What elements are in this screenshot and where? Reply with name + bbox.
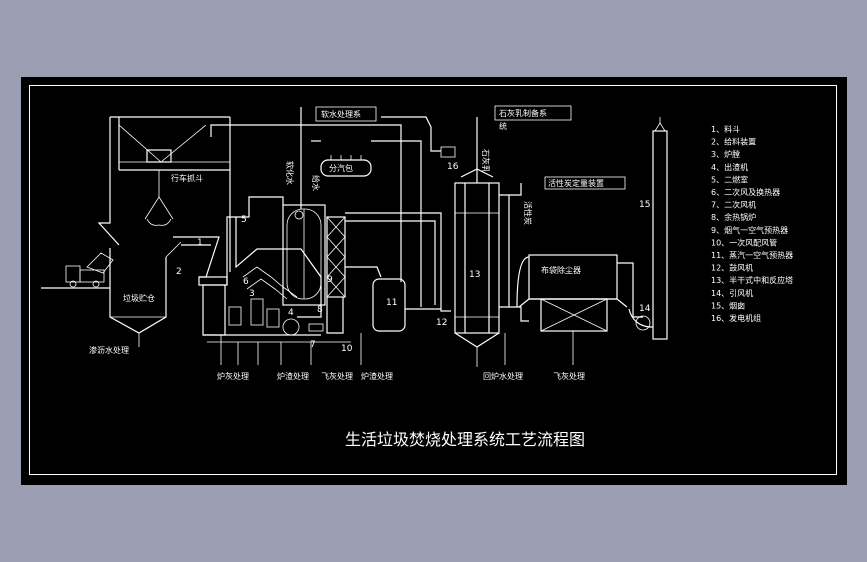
legend-item: 13、半干式中和反应塔 — [711, 275, 793, 285]
num-6: 6 — [243, 277, 249, 287]
label-feed-water: 给水 — [311, 175, 321, 191]
diagram-title: 生活垃圾焚烧处理系统工艺流程图 — [345, 430, 585, 449]
chimney — [628, 117, 668, 340]
drawing-canvas: 1 2 3 4 5 6 7 8 9 10 11 12 13 14 15 16 行… — [21, 77, 847, 485]
num-8: 8 — [317, 305, 323, 315]
label-bag-filter: 布袋除尘器 — [541, 265, 581, 275]
legend-item: 6、二次风及换热器 — [711, 187, 780, 197]
num-5: 5 — [241, 215, 247, 225]
legend-item: 2、给料装置 — [711, 137, 756, 147]
label-ash-2: 炉渣处理 — [277, 371, 309, 381]
legend-item: 10、一次风配风管 — [711, 237, 777, 247]
num-10: 10 — [341, 344, 353, 354]
num-9: 9 — [327, 275, 333, 285]
box-soft-water — [315, 106, 377, 122]
crane-gantry — [97, 116, 231, 272]
label-leachate: 渗沥水处理 — [89, 345, 129, 355]
num-15: 15 — [639, 200, 650, 210]
storage-pit — [109, 241, 182, 334]
furnace — [173, 196, 351, 343]
num-16: 16 — [447, 162, 459, 172]
flue-duct — [345, 212, 451, 332]
bag-filter — [516, 254, 643, 345]
legend-item: 5、二燃室 — [711, 174, 748, 184]
garbage-truck — [41, 252, 114, 289]
num-1: 1 — [197, 238, 203, 248]
label-lime-supply: 石灰乳制备系 — [499, 108, 547, 118]
num-7: 7 — [310, 340, 316, 350]
label-softened-water: 软化水 — [285, 161, 295, 185]
box-carbon — [544, 176, 626, 190]
waste-heat-boiler — [282, 204, 346, 334]
legend-item: 12、鼓风机 — [711, 263, 753, 273]
label-soft-water: 软水处理系 — [321, 109, 361, 119]
legend: 1、料斗 2、给料装置 3、炉膛 4、出渣机 5、二燃室 6、二次风及换热器 7、二次风机 8… — [711, 124, 793, 323]
drawing-frame — [29, 85, 837, 475]
legend-item: 8、余热锅炉 — [711, 212, 756, 222]
label-storage-pit: 垃圾贮仓 — [123, 293, 155, 303]
label-ash-5: 回炉水处理 — [483, 371, 523, 381]
steam-drum — [210, 107, 456, 307]
num-12: 12 — [436, 318, 447, 328]
label-steam-drum: 分汽包 — [329, 163, 353, 173]
reactor-tower — [454, 117, 529, 367]
label-ash-4: 炉渣处理 — [361, 371, 393, 381]
num-13: 13 — [469, 270, 480, 280]
label-carbon-inject: 活性炭定量装置 — [548, 178, 604, 188]
legend-item: 1、料斗 — [711, 124, 740, 134]
label-carbon: 活性炭 — [523, 201, 533, 225]
discharge-lines — [138, 333, 574, 365]
label-lime-milk: 石灰乳 — [481, 149, 491, 173]
num-14: 14 — [639, 304, 651, 314]
legend-item: 9、烟气一空气预热器 — [711, 225, 788, 235]
legend-item: 7、二次风机 — [711, 200, 756, 210]
num-2: 2 — [176, 267, 182, 277]
legend-item: 11、蒸汽一空气预热器 — [711, 250, 793, 260]
legend-item: 3、炉膛 — [711, 149, 740, 159]
legend-item: 15、烟囱 — [711, 300, 745, 310]
component-numbers: 1 2 3 4 5 6 7 8 9 10 11 12 13 14 15 16 — [176, 162, 651, 354]
label-lime-supply-2: 统 — [499, 121, 507, 131]
label-crane: 行车抓斗 — [171, 173, 203, 183]
legend-item: 14、引风机 — [711, 288, 753, 298]
num-3: 3 — [249, 289, 255, 299]
num-11: 11 — [386, 298, 397, 308]
legend-item: 4、出渣机 — [711, 162, 748, 172]
label-ash-3: 飞灰处理 — [321, 371, 353, 381]
label-ash-1: 炉灰处理 — [217, 371, 249, 381]
legend-item: 16、发电机组 — [711, 313, 761, 323]
box-lime-supply — [494, 105, 572, 121]
process-diagram: 1 2 3 4 5 6 7 8 9 10 11 12 13 14 15 16 行… — [41, 105, 793, 449]
num-4: 4 — [288, 308, 294, 318]
label-fly-ash: 飞灰处理 — [553, 371, 585, 381]
diagram-labels: 行车抓斗 垃圾贮仓 渗沥水处理 软水处理系 软化水 给水 分汽包 石灰乳制备系 … — [89, 105, 626, 381]
